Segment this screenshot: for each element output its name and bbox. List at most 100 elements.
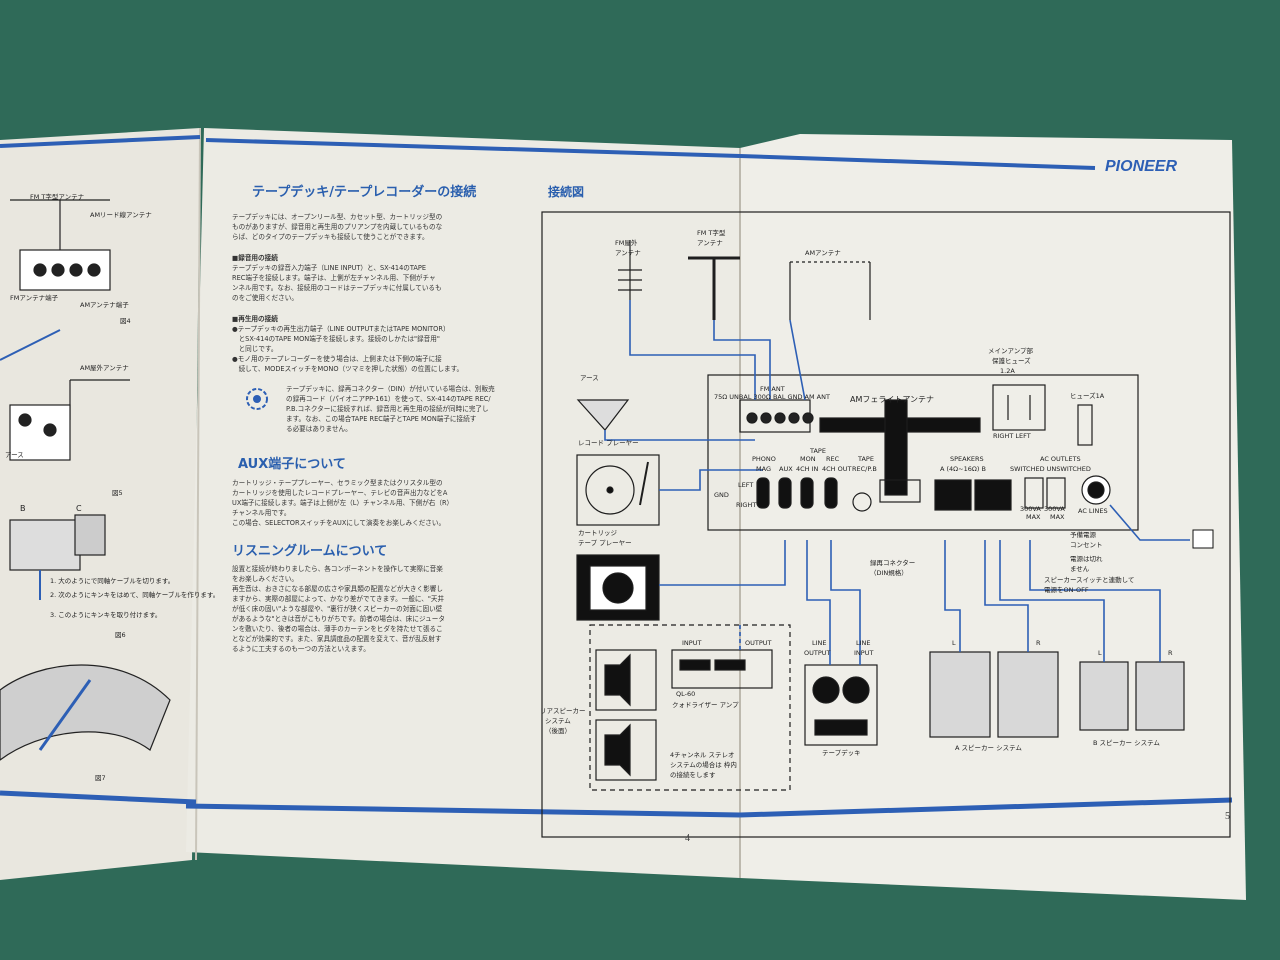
- play-body-line: ●テープデッキの再生出力端子（LINE OUTPUTまたはTAPE MONITO…: [232, 325, 450, 333]
- label-b-r: R: [1168, 649, 1173, 657]
- label-b-speaker: B スピーカー システム: [1093, 739, 1160, 747]
- header-bar-right: [739, 154, 1096, 170]
- rear-speaker-2: [595, 719, 657, 781]
- listening-body-line: 再生音は、おきさになる部屋の広さや家具類の配置などが大きく影響し: [232, 585, 443, 593]
- label-ac-outlets: SWITCHED UNSWITCHED: [1010, 465, 1091, 473]
- label-phono: PHONO: [752, 455, 776, 463]
- footer-bar-left: [0, 790, 197, 805]
- label-rear-speaker: リアスピーカー: [540, 707, 586, 715]
- listening-body-line: 設置と接続が終わりましたら、各コンポーネントを操作して実際に音楽: [232, 565, 443, 573]
- din-note-line: P.B.コネクターに接続すれば、録音用と再生用の接続が同時に完了し: [286, 405, 489, 413]
- label-speakers: SPEAKERS: [950, 455, 984, 463]
- label-fm-outdoor: アンテナ: [615, 249, 641, 257]
- fig-note-1: 1. 大のようにで同軸ケーブルを切ります。: [50, 577, 175, 585]
- label-fuse-main: 1.2A: [1000, 367, 1015, 375]
- play-body-line: と同じです。: [232, 345, 278, 353]
- fig6-connector: [9, 519, 81, 571]
- label-line-output: OUTPUT: [804, 649, 831, 657]
- footer-bar-middle: [185, 803, 741, 818]
- tape-intro-line: テープデッキには、オープンリール型、カセット型、カートリッジ型の: [232, 213, 443, 221]
- fig6-plug: [74, 514, 106, 556]
- aux-body-line: この場合、SELECTORスイッチをAUXにして演奏をお楽しみください。: [232, 519, 446, 527]
- phono-jacks: [756, 477, 770, 509]
- wire-fm-t: [713, 320, 771, 400]
- antenna-screw: [788, 412, 800, 424]
- label-speaker-switch-note: スピーカースイッチと連動して: [1044, 576, 1135, 584]
- label-ql60: QL-60: [676, 690, 696, 698]
- label-aux: AUX: [779, 465, 793, 473]
- label-line-input: LINE: [856, 639, 871, 647]
- turntable-platter: [585, 465, 635, 515]
- label-spare-outlet: コンセント: [1070, 541, 1103, 549]
- tape-deck-transport: [814, 719, 868, 736]
- din-socket: [852, 492, 872, 512]
- fig-label-fm-terminal: FMアンテナ端子: [10, 294, 59, 302]
- blue-wiring: [604, 300, 1190, 665]
- label-va-switched: 300VA: [1020, 505, 1041, 513]
- a-speaker-l: [929, 651, 991, 738]
- ac-plug: [1192, 529, 1214, 549]
- label-fuse-main: メインアンプ部: [988, 347, 1034, 355]
- label-speakers: A (4Ω~16Ω) B: [940, 465, 986, 473]
- tape-reel-left: [812, 676, 840, 704]
- label-mon: MON: [800, 455, 816, 463]
- rec-body-line: ンネル用です。なお、接続用のコードはテープデッキに付属しているも: [232, 284, 442, 292]
- label-line-output: LINE: [812, 639, 827, 647]
- quad-amp-control: [679, 659, 711, 671]
- listening-body-line: ますから、実際の部屋によって、かなり差がでてきます。一般に、"天井: [232, 595, 445, 603]
- b-speaker-l: [1079, 661, 1129, 731]
- fig-note-3: 3. このようにキンキを取り付けます。: [50, 611, 162, 619]
- antenna-screw: [802, 412, 814, 424]
- label-4ch-note: システムの場合は 枠内: [670, 761, 737, 769]
- label-ac-lines: AC LINES: [1078, 507, 1108, 515]
- label-fuse-1a: ヒューズ1A: [1070, 392, 1105, 400]
- b-speaker-r: [1135, 661, 1185, 731]
- tape-rec-jacks: [824, 477, 838, 509]
- label-fuse-main: 保護ヒューズ: [992, 357, 1031, 365]
- label-line-input: INPUT: [854, 649, 874, 657]
- wire-fm-outdoor: [629, 300, 756, 400]
- tape-intro-line: らば、どのタイプのテープデッキも接続して使うことができます。: [232, 233, 429, 241]
- fuse-1a: [1077, 404, 1093, 446]
- page-edge: [195, 127, 201, 861]
- label-tape: TAPE: [810, 447, 826, 455]
- header-bar-middle: [205, 138, 741, 158]
- din-note-line: ます。なお、この場合TAPE REC端子とTAPE MON端子に接続す: [286, 415, 477, 423]
- play-heading: ■再生用の接続: [232, 315, 278, 323]
- rec-heading: ■録音用の接続: [232, 254, 278, 262]
- rear-speaker-1: [595, 649, 657, 711]
- rear-speaker-cone: [604, 653, 631, 707]
- rec-body-line: のをご使用ください。: [232, 294, 298, 302]
- label-fm-outdoor: FM屋外: [615, 239, 638, 247]
- label-din-connector: 録再コネクター: [870, 559, 916, 567]
- ac-outlet-switched: [1024, 477, 1044, 509]
- label-tape-deck: テープデッキ: [822, 749, 861, 757]
- label-record-player: レコード プレーヤー: [578, 439, 639, 447]
- wire-tape-output: [806, 540, 831, 665]
- rear-speaker-cone: [604, 723, 631, 777]
- label-a-l: L: [952, 639, 956, 647]
- antenna-screw: [760, 412, 772, 424]
- fig-label-b: B: [20, 504, 26, 513]
- din-note-line: る必要はありません。: [286, 425, 352, 433]
- fig5-terminal-block: [9, 404, 71, 461]
- label-mon: 4CH IN: [796, 465, 819, 473]
- ferrite-antenna-mount: [884, 399, 908, 496]
- aux-jacks: [778, 477, 792, 509]
- label-input: INPUT: [682, 639, 702, 647]
- cartridge-reel: [602, 572, 634, 604]
- listening-body-line: ンを敷いたり、後者の場合は、薄手のカーテンをヒダを持たせて張るこ: [232, 625, 443, 633]
- play-body-line: 続して、MODEスイッチをMONO（ツマミを押した状態）の位置にします。: [232, 365, 464, 373]
- label-fm-t: FM T字型: [697, 229, 726, 237]
- label-fm-ant: FM ANT: [760, 385, 785, 393]
- ac-outlet-unswitched: [1046, 477, 1066, 509]
- wire-speaker-a-r: [984, 540, 1029, 652]
- wire-am: [789, 319, 806, 401]
- label-left: LEFT: [738, 481, 754, 489]
- page-middle: [186, 128, 740, 878]
- label-fm-t: アンテナ: [697, 239, 723, 247]
- din-note-line: テープデッキに、録再コネクター（DIN）が付いている場合は、別販売: [286, 385, 495, 393]
- label-4ch-note: 4チャンネル ステレオ: [670, 751, 735, 759]
- section-title-aux: AUX端子について: [238, 457, 346, 472]
- wire-speaker-a-l: [944, 540, 961, 652]
